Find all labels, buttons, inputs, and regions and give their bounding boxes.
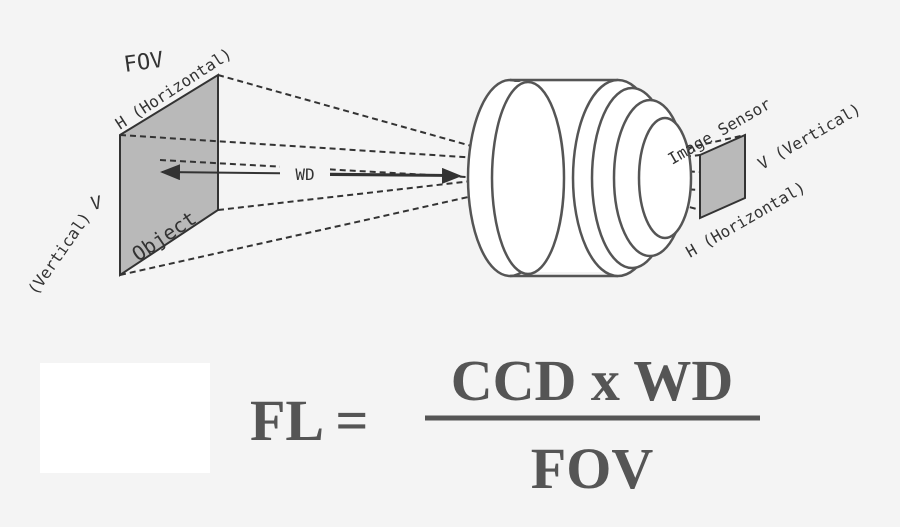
fov-label: FOV bbox=[122, 48, 165, 78]
image-sensor bbox=[699, 133, 746, 220]
formula-denominator: FOV bbox=[531, 436, 654, 501]
blank-box bbox=[40, 363, 210, 473]
wd-label: WD bbox=[295, 165, 314, 184]
wd-arrow-right bbox=[329, 167, 462, 184]
formula-lhs: FL = bbox=[250, 388, 368, 453]
lens bbox=[466, 78, 693, 278]
formula-numerator: CCD x WD bbox=[451, 348, 734, 413]
object-v-label: V bbox=[89, 192, 103, 215]
object-v-sub-label: (Vertical) bbox=[24, 208, 95, 298]
